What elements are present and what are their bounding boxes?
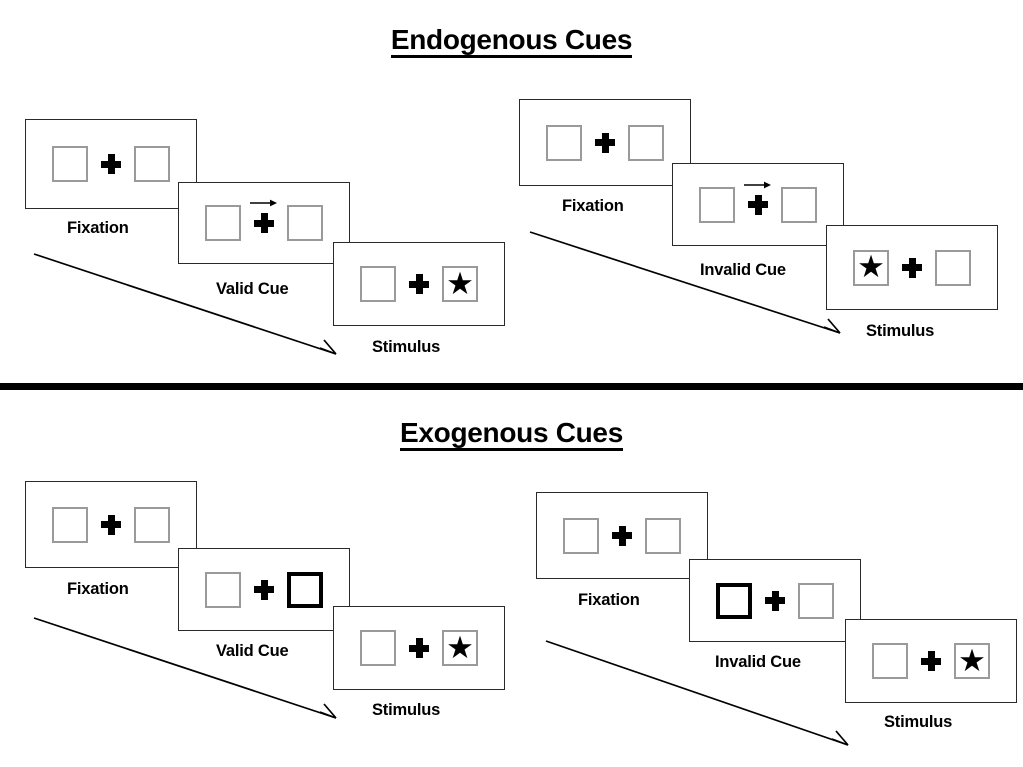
time-arrow-exogenous-invalid (545, 640, 849, 746)
right-box (781, 186, 817, 223)
right-box (287, 205, 323, 241)
left-box (699, 186, 735, 223)
section-title-endogenous-text: Endogenous Cues (390, 25, 632, 59)
arrow-right-icon (744, 181, 771, 188)
fixation-plus-icon (409, 274, 429, 294)
cue-center (744, 181, 771, 215)
star-icon: ★ (446, 629, 474, 665)
fixation-plus-icon (254, 213, 274, 233)
left-box (52, 506, 88, 543)
panel-endogenous-invalid-cue[interactable] (672, 163, 844, 246)
fixation-plus-icon (101, 154, 121, 174)
time-arrow-endogenous-valid (33, 253, 337, 355)
right-box (134, 146, 170, 182)
left-box (52, 146, 88, 182)
fixation-plus-icon (902, 257, 922, 278)
panel-endogenous-invalid-fixation[interactable] (519, 99, 691, 186)
panel-inner: ★ (360, 630, 478, 666)
left-box (872, 643, 908, 679)
panel-inner (52, 146, 170, 182)
panel-endogenous-valid-fixation[interactable] (25, 119, 197, 209)
panel-exogenous-invalid-stimulus[interactable]: ★ (845, 619, 1017, 703)
fixation-plus-icon (921, 651, 941, 671)
right-box (628, 124, 664, 161)
right-box (645, 517, 681, 554)
panel-exogenous-valid-cue[interactable] (178, 548, 350, 631)
section-title-exogenous-text: Exogenous Cues (400, 418, 623, 452)
left-box (360, 266, 396, 302)
panel-endogenous-valid-stimulus[interactable]: ★ (333, 242, 505, 326)
caption-endogenous-invalid-fixation: Fixation (562, 197, 624, 215)
left-box (205, 571, 241, 608)
left-box (205, 205, 241, 241)
caption-exogenous-invalid-cue: Invalid Cue (715, 653, 801, 671)
time-arrow-endogenous-invalid (529, 231, 841, 334)
cue-center (250, 199, 277, 233)
left-box (563, 517, 599, 554)
panel-exogenous-invalid-cue[interactable] (689, 559, 861, 642)
right-box-with-target: ★ (442, 630, 478, 666)
caption-exogenous-invalid-fixation: Fixation (578, 591, 640, 609)
panel-inner (563, 517, 681, 554)
fixation-plus-icon (409, 638, 429, 658)
caption-endogenous-invalid-stimulus: Stimulus (866, 322, 935, 340)
right-box (798, 582, 834, 619)
left-box (546, 124, 582, 161)
caption-endogenous-valid-fixation: Fixation (67, 219, 129, 237)
section-divider (0, 383, 1023, 390)
panel-exogenous-invalid-fixation[interactable] (536, 492, 708, 579)
right-box (935, 249, 971, 286)
caption-exogenous-invalid-stimulus: Stimulus (884, 713, 953, 731)
panel-inner (699, 181, 817, 223)
section-title-endogenous: Endogenous Cues (0, 24, 1023, 59)
fixation-plus-icon (254, 579, 274, 600)
panel-endogenous-valid-cue[interactable] (178, 182, 350, 264)
panel-exogenous-valid-stimulus[interactable]: ★ (333, 606, 505, 690)
panel-inner: ★ (872, 643, 990, 679)
right-box (134, 506, 170, 543)
caption-endogenous-valid-stimulus: Stimulus (372, 338, 441, 356)
left-box-with-target: ★ (853, 249, 889, 286)
panel-inner: ★ (360, 266, 478, 302)
section-title-exogenous: Exogenous Cues (0, 417, 1023, 452)
star-icon: ★ (857, 249, 885, 284)
left-box (360, 630, 396, 666)
star-icon: ★ (958, 642, 986, 678)
panel-inner: ★ (853, 249, 971, 286)
caption-exogenous-valid-cue: Valid Cue (216, 642, 289, 660)
caption-endogenous-valid-cue: Valid Cue (216, 280, 289, 298)
fixation-plus-icon (595, 132, 615, 153)
panel-inner (205, 571, 323, 608)
panel-exogenous-valid-fixation[interactable] (25, 481, 197, 568)
fixation-plus-icon (748, 194, 768, 215)
fixation-plus-icon (612, 525, 632, 546)
panel-endogenous-invalid-stimulus[interactable]: ★ (826, 225, 998, 310)
caption-endogenous-invalid-cue: Invalid Cue (700, 261, 786, 279)
right-box-with-target: ★ (442, 266, 478, 302)
time-arrow-exogenous-valid (33, 617, 337, 719)
arrow-right-icon (250, 199, 277, 207)
fixation-plus-icon (765, 590, 785, 611)
panel-inner (52, 506, 170, 543)
star-icon: ★ (446, 265, 474, 301)
left-box-cued (716, 582, 752, 619)
caption-exogenous-valid-stimulus: Stimulus (372, 701, 441, 719)
panel-inner (546, 124, 664, 161)
right-box-with-target: ★ (954, 643, 990, 679)
panel-inner (205, 199, 323, 241)
fixation-plus-icon (101, 514, 121, 535)
panel-inner (716, 582, 834, 619)
caption-exogenous-valid-fixation: Fixation (67, 580, 129, 598)
right-box-cued (287, 571, 323, 608)
